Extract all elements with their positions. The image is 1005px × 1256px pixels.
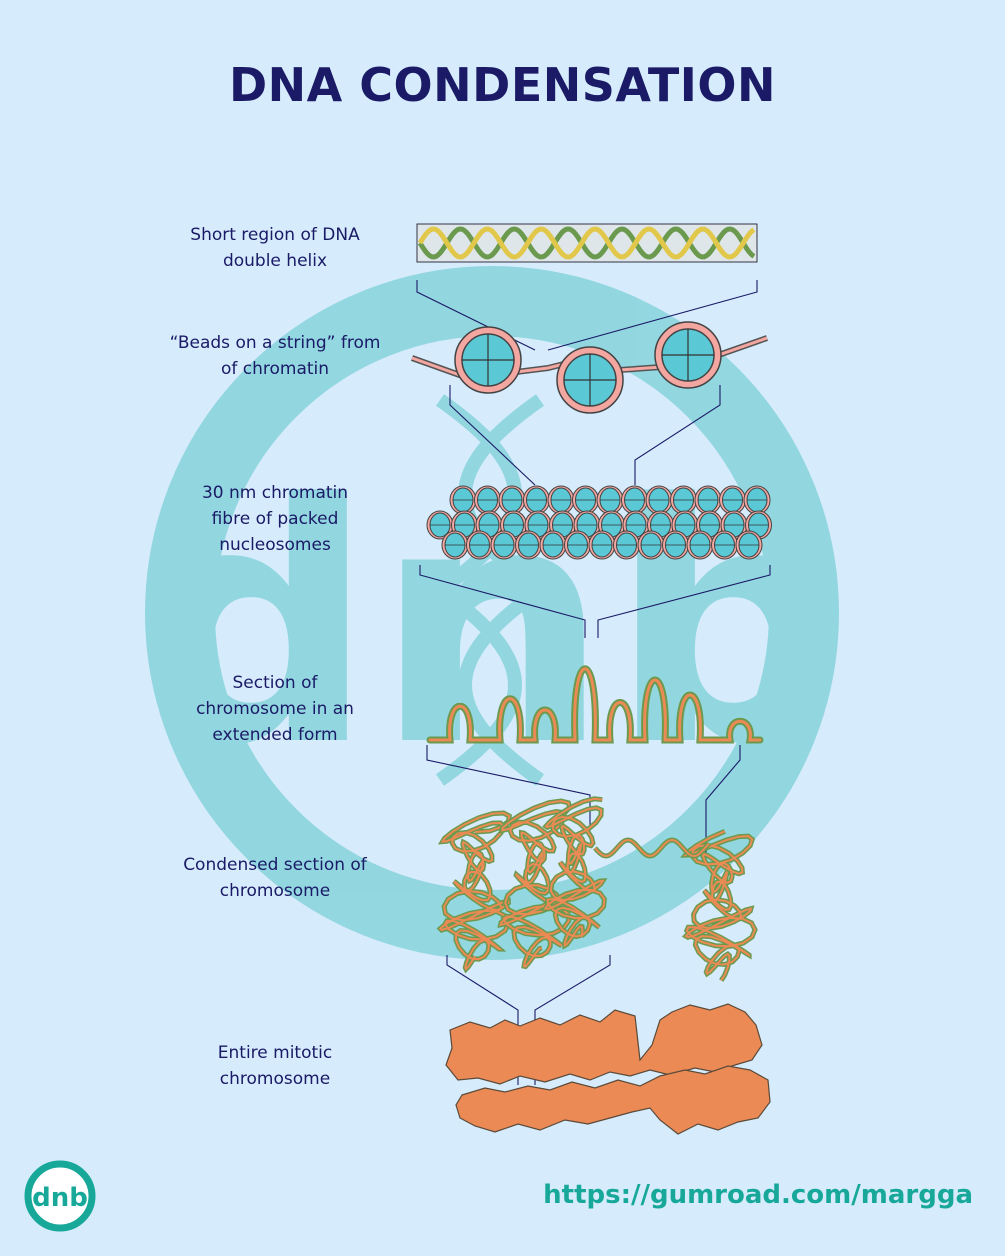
dna-double-helix: [416, 223, 758, 263]
mitotic-chromosome: [445, 1003, 771, 1135]
label-chromatin-fibre: 30 nm chromatin fibre of packed nucleoso…: [201, 483, 349, 555]
label-extended-section: Section of chromosome in an extended for…: [196, 673, 354, 745]
label-condensed-section: Condensed section of chromosome: [183, 855, 367, 901]
chromatin-fibre-30nm: [426, 485, 772, 560]
footer-logo-text: dnb: [32, 1183, 88, 1213]
nucleosome-bead: [556, 346, 624, 414]
label-beads-on-a-string: “Beads on a string” from of chromatin: [169, 333, 381, 379]
nucleosome-bead: [454, 326, 522, 394]
extended-chromosome-section: [426, 665, 764, 744]
footer-url-link[interactable]: https://gumroad.com/margga: [543, 1180, 973, 1210]
watermark-helix-icon: [427, 394, 553, 786]
nucleosome-bead: [654, 321, 722, 389]
condensed-chromosome-section: [436, 796, 758, 982]
label-dna-double-helix: Short region of DNA double helix: [190, 225, 360, 271]
beads-on-a-string: [410, 321, 768, 414]
page-title: DNA CONDENSATION: [228, 58, 777, 112]
footer-logo: dnb: [24, 1160, 96, 1232]
label-mitotic-chromosome: Entire mitotic chromosome: [217, 1043, 333, 1089]
